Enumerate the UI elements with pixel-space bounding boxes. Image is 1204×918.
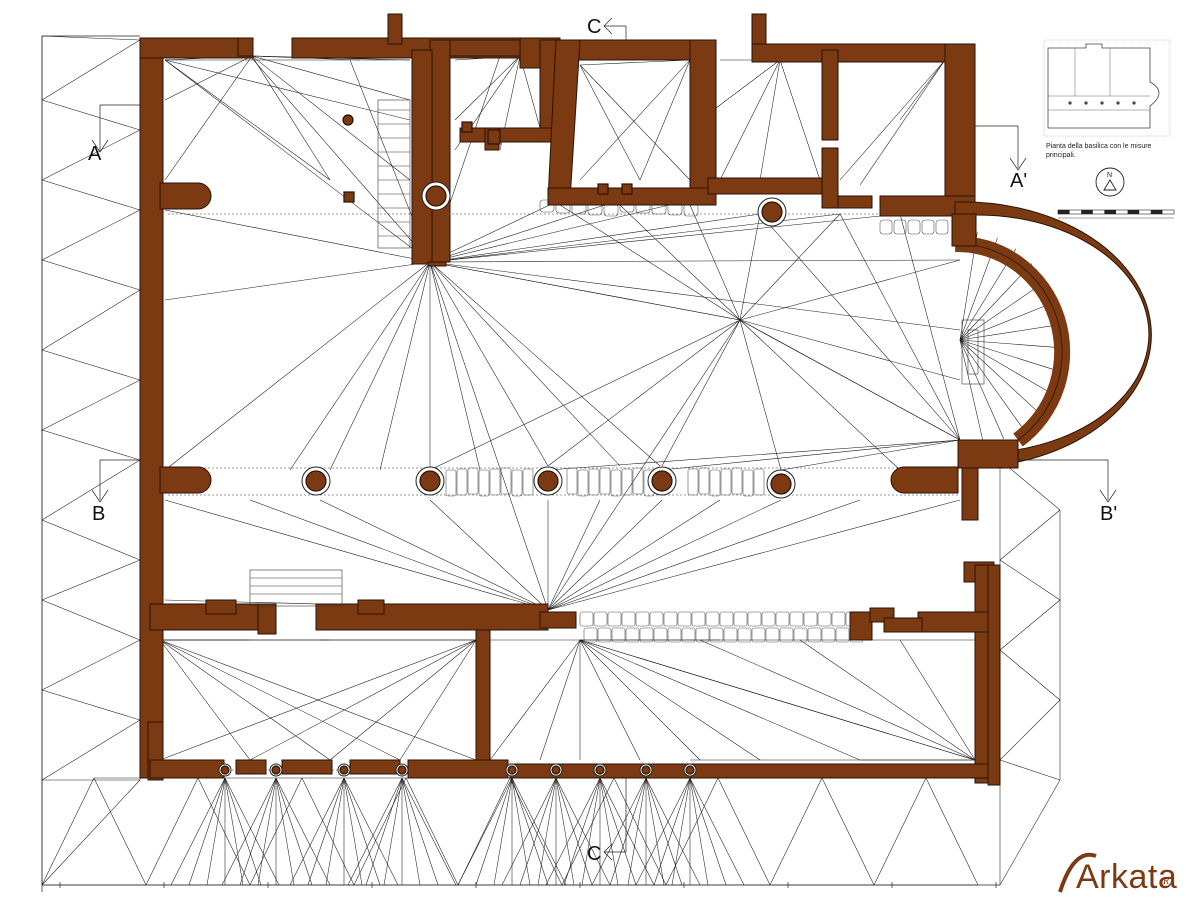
arkata-logo-icon [1058,852,1097,893]
measurement-ticks [59,882,997,888]
scale-bar [1057,209,1175,219]
stone-blocks [445,199,949,643]
brand-name: Arkata [1076,858,1178,896]
pilaster [641,765,651,775]
inset-key-plan [1043,39,1171,137]
pilaster [271,765,281,775]
section-marker-a: A [88,143,102,165]
columns [218,181,796,777]
column [425,185,447,207]
section-marker-b: B [92,503,105,525]
triangulation-lines [41,35,1061,886]
pilaster [551,765,561,775]
north-arrow: N [1095,167,1125,197]
walls [139,13,1152,786]
pilaster [220,765,230,775]
brand-mark: R [1163,876,1170,887]
section-markers: A A' B B' C C [88,16,1117,865]
column [651,470,673,492]
column [761,201,783,223]
pilaster [397,765,407,775]
section-marker-a-prime: A' [1010,170,1027,192]
staircase-north [377,99,411,249]
column [537,470,559,492]
small-piers [342,114,633,203]
column [770,473,792,495]
north-label: N [1107,172,1112,179]
pilaster [685,765,695,775]
perimeter-dimensions [41,35,1000,892]
altar-steps [961,319,985,385]
section-marker-c-bottom: C [587,843,601,865]
column-axis-lines [168,213,1000,771]
pilaster [339,765,349,775]
inset-caption-line-2: principali. [1046,152,1076,159]
column [305,470,327,492]
section-marker-c-top: C [587,16,601,38]
staircase-south [249,569,343,607]
section-marker-b-prime: B' [1100,503,1117,525]
column [419,470,441,492]
pilaster [595,765,605,775]
inset-caption: Pianta della basilica con le misure prin… [1046,142,1186,160]
inset-caption-line-1: Pianta della basilica con le misure [1046,143,1152,150]
pilaster [507,765,517,775]
